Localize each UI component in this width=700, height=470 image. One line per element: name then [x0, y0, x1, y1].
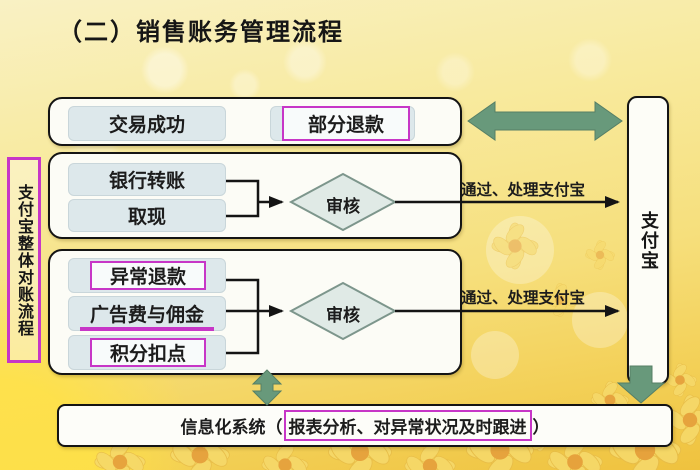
partial-refund-box: 部分退款: [282, 106, 410, 141]
info-system-prefix: 信息化系统（: [180, 418, 283, 438]
information-system-bar: 信息化系统（报表分析、对异常状况及时跟进）: [57, 404, 673, 447]
alipay-reconciliation-process-label: 支付宝整体对账流程: [7, 157, 41, 363]
magenta-underline: [80, 327, 214, 331]
vertical-double-arrow-icon: [251, 369, 283, 406]
ad-fee-commission-box: 广告费与佣金: [68, 296, 226, 331]
horizontal-double-arrow-icon: [467, 101, 623, 141]
bank-transfer-box: 银行转账: [68, 163, 226, 196]
pass-arrow-label-2: 通过、处理支付宝: [460, 289, 585, 307]
cash-withdrawal-box: 取现: [68, 199, 226, 232]
pass-arrow-label-1: 通过、处理支付宝: [460, 181, 585, 199]
transaction-success-box: 交易成功: [68, 106, 226, 141]
review-label-1: 审核: [326, 197, 360, 217]
info-system-suffix: ）: [532, 418, 550, 438]
alipay-box: 支付宝: [627, 96, 669, 385]
info-system-highlight: 报表分析、对异常状况及时跟进: [283, 410, 532, 441]
row3-container: 异常退款 广告费与佣金 积分扣点: [48, 249, 462, 375]
ad-fee-commission-label: 广告费与佣金: [89, 304, 204, 326]
slide-title: （二）销售账务管理流程: [58, 18, 344, 46]
row2-container: 银行转账 取现: [48, 152, 462, 239]
row1-container: 交易成功 部分退款: [48, 97, 462, 146]
review-label-2: 审核: [326, 306, 360, 326]
points-deduction-box: 积分扣点: [90, 338, 206, 367]
abnormal-refund-box: 异常退款: [90, 261, 206, 290]
